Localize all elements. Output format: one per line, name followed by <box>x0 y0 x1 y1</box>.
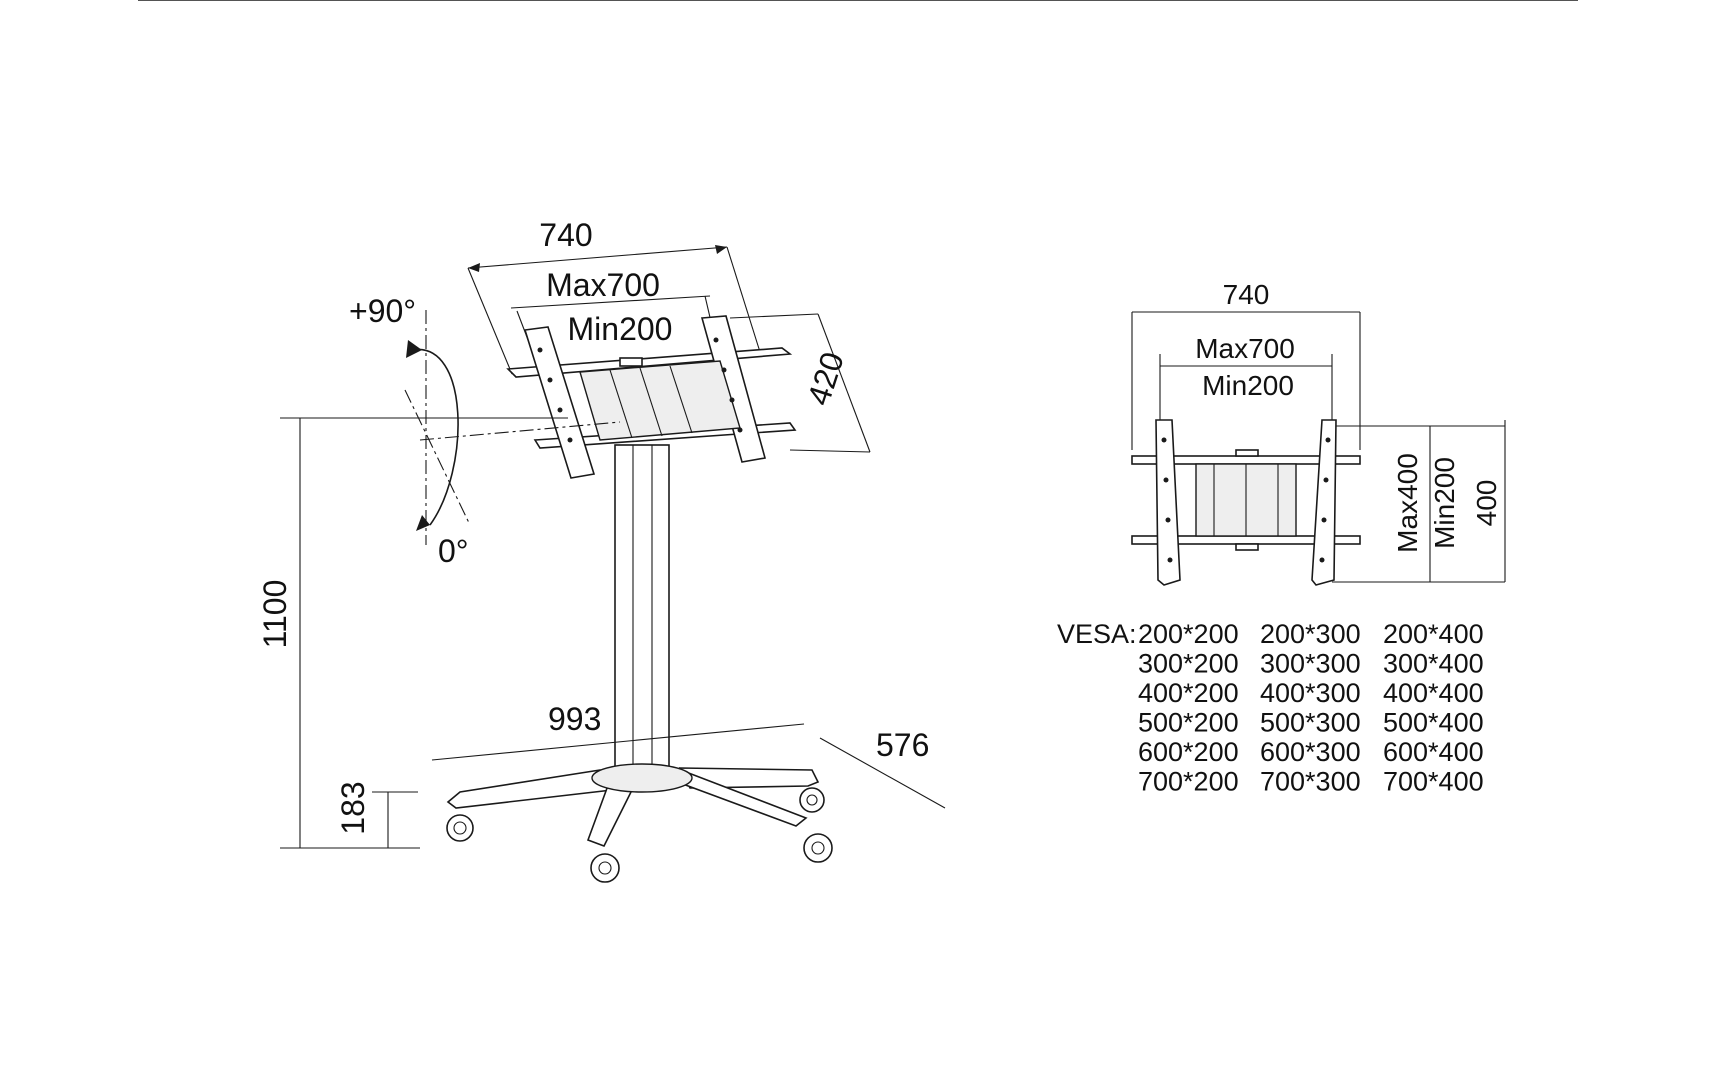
casters <box>446 787 833 883</box>
vesa-size-cell: 600*300 <box>1260 737 1361 767</box>
side-max-spacing-label: Max700 <box>546 267 660 303</box>
vesa-size-cell: 700*400 <box>1383 767 1484 797</box>
caster-back-right <box>799 787 825 813</box>
vesa-prefix: VESA: <box>1057 619 1137 649</box>
front-bracket-height-label: 400 <box>1471 480 1502 527</box>
bracket-height-dimension <box>729 313 871 453</box>
side-min-spacing-label: Min200 <box>568 311 673 347</box>
base-width-label: 993 <box>548 701 601 737</box>
caster-front-center <box>590 853 620 883</box>
vesa-size-cell: 200*400 <box>1383 619 1484 649</box>
vesa-size-cell: 600*200 <box>1138 737 1239 767</box>
vesa-rows: 200*200 200*300 200*400 300*200 300*300 300*4… <box>1138 619 1484 797</box>
front-bracket-width-dimension <box>1131 311 1361 450</box>
side-bracket-width-label: 740 <box>539 217 592 253</box>
front-mount-bracket <box>1131 419 1361 586</box>
vesa-size-cell: 700*200 <box>1138 767 1239 797</box>
stand-column <box>614 444 670 781</box>
base-height-dimension <box>372 791 418 848</box>
vesa-size-cell: 500*300 <box>1260 708 1361 738</box>
side-view-drawing: 740 Max700 Min200 420 <box>257 217 946 883</box>
vesa-size-cell: 700*300 <box>1260 767 1361 797</box>
caster-front-right <box>803 833 833 863</box>
caster-front-left <box>446 814 474 842</box>
vesa-compatibility-table: VESA: 200*200 200*300 200*400 300*200 300*30… <box>1057 619 1484 797</box>
front-min-spacing-label: Min200 <box>1202 370 1294 401</box>
vesa-size-cell: 300*200 <box>1138 649 1239 679</box>
side-bracket-height-label: 420 <box>800 348 851 410</box>
front-min-height-label: Min200 <box>1429 457 1460 549</box>
front-bracket-width-label: 740 <box>1223 279 1270 310</box>
front-max-height-label: Max400 <box>1392 453 1423 553</box>
bracket-width-dimension <box>467 245 761 375</box>
vesa-size-cell: 200*200 <box>1138 619 1239 649</box>
base-width-dimension <box>431 723 946 809</box>
front-max-spacing-label: Max700 <box>1195 333 1295 364</box>
vesa-size-cell: 300*300 <box>1260 649 1361 679</box>
front-view-drawing: 740 Max700 Min200 Max400 Min200 400 <box>1131 279 1506 586</box>
vesa-size-cell: 500*400 <box>1383 708 1484 738</box>
vesa-size-cell: 400*300 <box>1260 678 1361 708</box>
stand-base <box>446 763 820 848</box>
total-height-label: 1100 <box>257 580 293 649</box>
front-bracket-height-dimension <box>1332 420 1506 583</box>
base-depth-label: 576 <box>876 727 929 763</box>
vesa-size-cell: 500*200 <box>1138 708 1239 738</box>
vesa-size-cell: 600*400 <box>1383 737 1484 767</box>
vesa-size-cell: 300*400 <box>1383 649 1484 679</box>
tilt-max-label: +90° <box>349 293 416 329</box>
vesa-size-cell: 400*400 <box>1383 678 1484 708</box>
vesa-size-cell: 400*200 <box>1138 678 1239 708</box>
vesa-size-cell: 200*300 <box>1260 619 1361 649</box>
tilted-mount-bracket <box>506 315 797 479</box>
tilt-min-label: 0° <box>438 533 469 569</box>
tilt-angle-indicator <box>404 310 621 545</box>
base-height-label: 183 <box>335 781 371 834</box>
total-height-dimension <box>280 417 568 849</box>
